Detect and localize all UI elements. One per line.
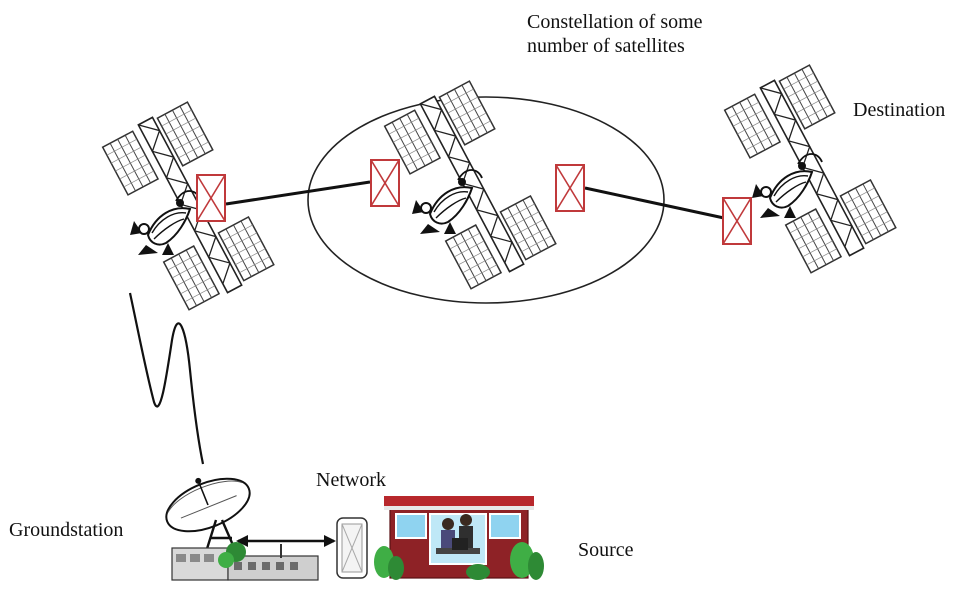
link-box-2-icon [370, 159, 400, 207]
source-label: Source [578, 539, 634, 561]
destination-label: Destination [853, 99, 946, 121]
office-building-icon [374, 496, 544, 580]
network-label: Network [316, 469, 386, 491]
wireless-link-wave [128, 292, 205, 465]
constellation-label: Constellation of some number of satellit… [527, 10, 703, 58]
link-box-4-icon [722, 197, 752, 245]
bidirectional-arrow [236, 535, 336, 547]
constellation-label-line1: Constellation of some [527, 11, 703, 33]
satellite-left-icon [101, 100, 275, 313]
link-line-left [225, 180, 371, 206]
satellite-dish-icon [165, 477, 319, 581]
link-line-right [584, 186, 725, 220]
link-box-3-icon [555, 164, 585, 212]
satellite-center-icon [383, 79, 557, 292]
link-box-1-icon [196, 174, 226, 222]
network-device-icon [336, 517, 368, 579]
groundstation-label: Groundstation [9, 519, 124, 541]
constellation-ellipse [307, 96, 665, 304]
constellation-label-line2: number of satellites [527, 35, 685, 57]
